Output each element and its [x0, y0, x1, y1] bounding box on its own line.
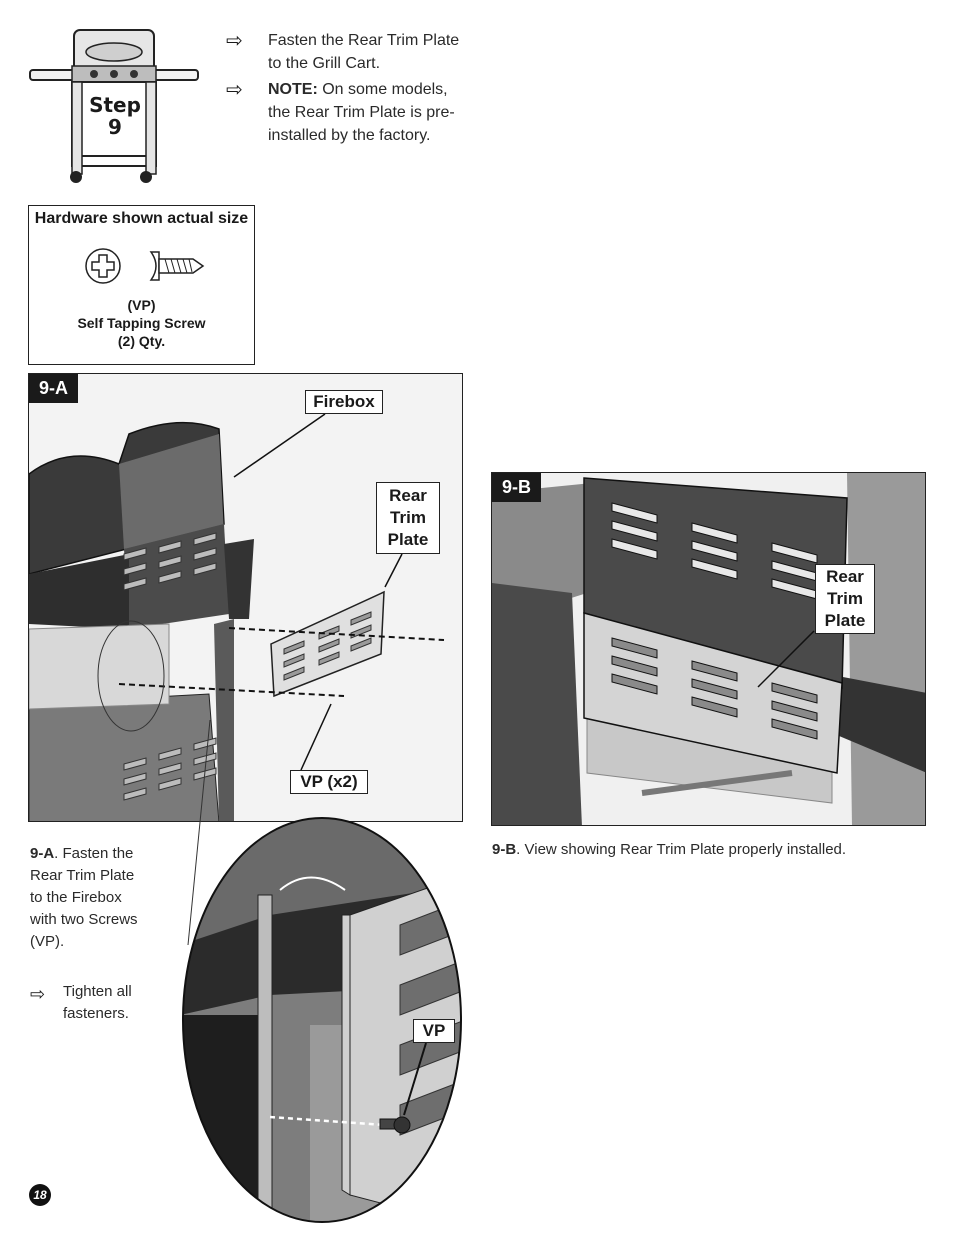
caption-9a-id: 9-A [30, 845, 55, 862]
instruction-1: Fasten the Rear Trim Plate to the Grill … [268, 32, 460, 72]
figure-9b-tag: 9-B [492, 473, 542, 502]
caption-9b: 9-B. View showing Rear Trim Plate proper… [492, 839, 932, 861]
step-word: Step [89, 93, 141, 117]
figure-9a-tag: 9-A [29, 374, 79, 403]
page-number: 18 [29, 1184, 51, 1206]
detail-leader-lines [187, 720, 211, 946]
hardware-qty: (2) Qty. [117, 333, 166, 349]
instruction-2: NOTE: On some models, the Rear Trim Plat… [268, 78, 463, 147]
hardware-title: Hardware shown actual size [34, 210, 249, 227]
caption-9b-text: . View showing Rear Trim Plate properly … [516, 841, 847, 858]
rear-trim-plate-callout-a: Rear Trim Plate [376, 482, 440, 554]
figure-9a-illustration [29, 374, 462, 821]
hardware-label: (VP) Self Tapping Screw (2) Qty. [29, 296, 254, 350]
vp-detail-callout: VP [413, 1019, 455, 1043]
step-number: 9 [108, 115, 122, 139]
note-text: On some models, the Rear Trim Plate is p… [268, 81, 455, 144]
step-label: Step 9 [80, 94, 150, 138]
vp-x2-callout: VP (x2) [290, 770, 368, 794]
figure-9b-illustration [492, 473, 925, 825]
right-arrow-icon: ⇨ [226, 79, 243, 101]
figure-9b: 9-B Rear Trim Plate [491, 472, 926, 826]
caption-9a-text: . Fasten the Rear Trim Plate to the Fire… [30, 845, 138, 950]
right-arrow-icon: ⇨ [226, 30, 243, 52]
figure-9a: 9-A Firebox Rear Trim Plate VP (x2) [28, 373, 463, 822]
step-grill-illustration [29, 29, 199, 183]
caption-9a: 9-A. Fasten the Rear Trim Plate to the F… [30, 843, 150, 953]
note-prefix: NOTE: [268, 81, 318, 98]
hardware-box: Hardware shown actual size (VP) Self Tap… [28, 205, 255, 365]
screw-side-icon [149, 251, 205, 281]
hardware-code: (VP) [127, 297, 156, 313]
hardware-name: Self Tapping Screw [77, 315, 206, 331]
tighten-bullet: Tighten all fasteners. [63, 983, 132, 1022]
caption-9b-id: 9-B [492, 841, 517, 858]
rear-trim-plate-callout-b: Rear Trim Plate [815, 564, 875, 634]
right-arrow-icon: ⇨ [30, 984, 46, 1004]
screw-head-icon [85, 248, 121, 284]
firebox-callout: Firebox [305, 390, 383, 414]
